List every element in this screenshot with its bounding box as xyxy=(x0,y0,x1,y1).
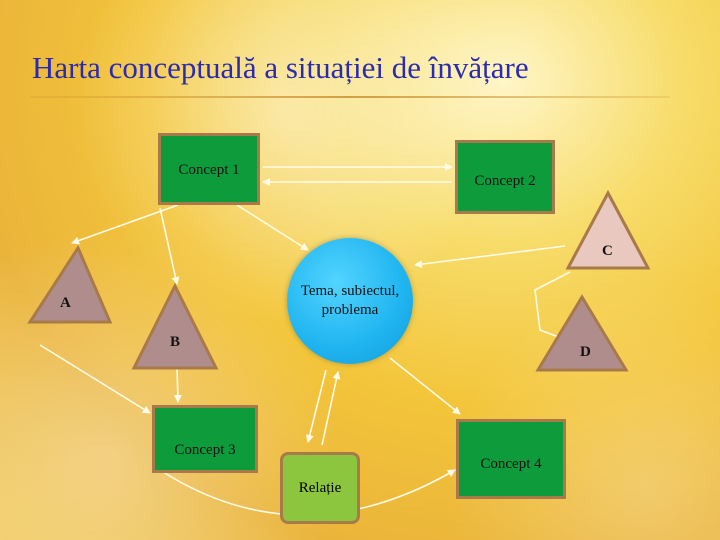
triangle-a-shape xyxy=(27,244,113,324)
relation-label: Relație xyxy=(298,479,342,496)
arrow-c1-to-a xyxy=(71,204,179,245)
central-topic-node: Tema, subiectul, problema xyxy=(287,238,413,364)
concept-1-box: Concept 1 xyxy=(158,133,260,205)
concept-4-box: Concept 4 xyxy=(456,419,566,499)
triangle-b-label: B xyxy=(170,334,181,350)
arrow-c1-to-b xyxy=(159,207,180,285)
arrow-b-to-c3 xyxy=(173,365,182,403)
relation-node: Relație xyxy=(280,452,360,524)
arrow-c1-to-center xyxy=(236,204,309,251)
triangle-c-label: C xyxy=(602,243,613,259)
triangle-d-shape xyxy=(535,294,629,372)
central-topic-label: Tema, subiectul, problema xyxy=(300,283,400,318)
triangle-c-shape xyxy=(565,189,651,270)
concept-3-box: Concept 3 xyxy=(152,405,258,473)
connector-c-d xyxy=(534,271,573,343)
concept-2-label: Concept 2 xyxy=(474,173,536,189)
concept-3-label: Concept 3 xyxy=(174,442,236,458)
triangle-a-label: A xyxy=(60,295,71,311)
page-title: Harta conceptuală a situației de învățar… xyxy=(32,50,529,85)
title-underline xyxy=(30,96,670,98)
arrow-center-to-relatie xyxy=(305,369,327,443)
arrow-relatie-to-center xyxy=(321,371,341,446)
triangle-b-shape xyxy=(131,282,219,370)
arrow-center-to-c4 xyxy=(389,357,461,415)
arrow-c-to-center xyxy=(414,245,566,269)
concept-2-box: Concept 2 xyxy=(455,140,555,214)
triangle-d-label: D xyxy=(580,344,591,360)
concept-1-label: Concept 1 xyxy=(178,162,240,178)
arrow-a-to-c3 xyxy=(39,344,151,414)
concept-4-label: Concept 4 xyxy=(480,456,542,472)
